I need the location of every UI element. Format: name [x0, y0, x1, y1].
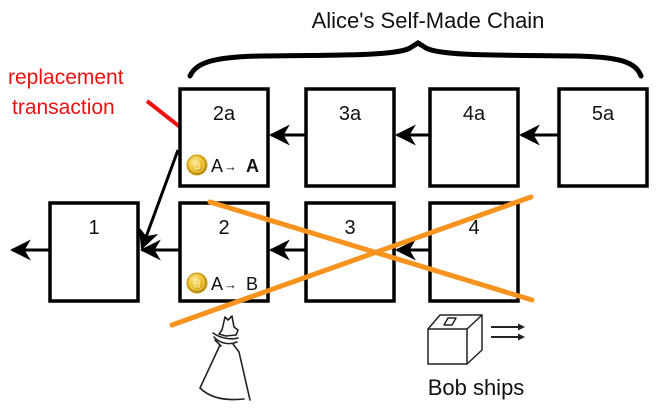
cloaked-figure-icon: [199, 315, 251, 401]
link-arrow-2a-1: [138, 149, 180, 250]
cross-out-line-1: [207, 199, 535, 303]
svg-text:B: B: [193, 161, 201, 173]
block-3a: 3a: [304, 87, 396, 188]
block-5a: 5a: [557, 87, 649, 188]
block-label: 5a: [592, 103, 615, 125]
block-label: 4a: [463, 103, 486, 125]
annotation-line1: replacement: [8, 66, 124, 89]
block-1: 1: [48, 201, 140, 303]
annotation-line2: transaction: [12, 96, 115, 119]
block-label: 3a: [339, 103, 362, 125]
block-label: 2a: [213, 103, 236, 125]
bob-ships-caption: Bob ships: [428, 375, 525, 400]
tx-from: A: [211, 274, 223, 294]
cross-out-line-2: [169, 194, 534, 328]
block-label: 2: [218, 217, 229, 239]
chain-title: Alice's Self-Made Chain: [312, 8, 545, 33]
tx-to: A: [246, 156, 259, 176]
tx-arrow: →: [224, 159, 237, 174]
cross-out-mark: [169, 194, 535, 328]
svg-text:B: B: [193, 279, 201, 291]
tx-to: B: [246, 274, 258, 294]
tx-from: A: [211, 156, 223, 176]
block-2a: 2a B A → A: [178, 87, 270, 188]
block-4a: 4a: [428, 87, 520, 188]
block-label: 1: [88, 217, 99, 239]
shipping-arrows-icon: [491, 323, 525, 341]
bitcoin-coin-icon: B: [186, 154, 208, 176]
package-box-icon: [427, 314, 483, 365]
tx-arrow: →: [224, 277, 237, 292]
brace-icon: [187, 40, 644, 79]
block-label: 3: [344, 217, 355, 239]
block-2: 2 B A → B: [178, 201, 270, 303]
bitcoin-coin-icon: B: [186, 272, 208, 294]
block-label: 4: [468, 217, 479, 239]
